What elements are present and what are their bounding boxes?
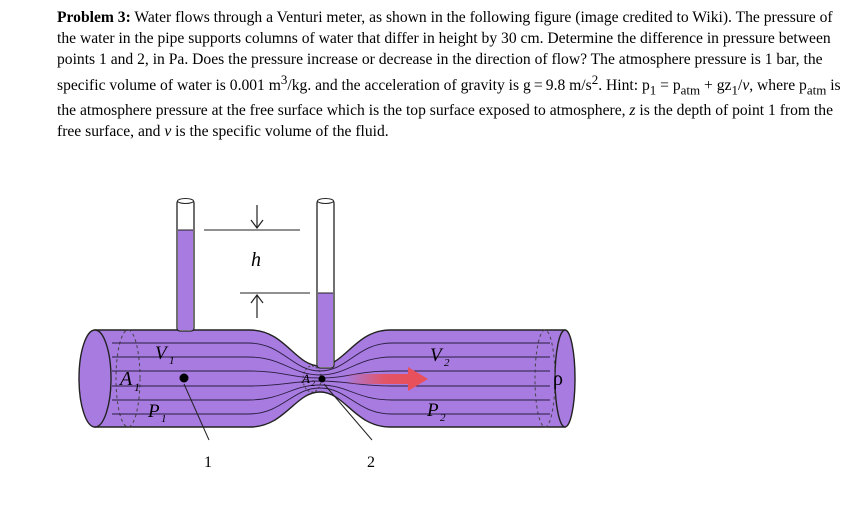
problem-text: is the depth of point 1 from the free su… [57,102,833,141]
point-2-label: 2 [367,454,375,471]
label-a2: A 2 [301,371,315,388]
label-v1: V 1 [155,343,175,367]
label-v2-letter: V [430,345,444,366]
section-right [534,329,556,428]
label-a1-letter: A [118,368,133,390]
problem-text: . Hint: p [598,77,650,95]
problem-text: is the atmosphere pressure at the free s… [57,77,841,120]
italic-variable: v [164,123,172,141]
label-p2: P 2 [426,400,446,424]
problem-statement: Problem 3: Water flows through a Venturi… [57,8,847,143]
point-1-label: 1 [204,454,212,471]
label-rho: ρ [553,368,563,390]
problem-text: + gz [700,77,732,95]
flow-arrow-icon [345,367,428,391]
italic-variable: v [742,77,750,95]
label-p2-sub: 2 [440,412,446,424]
label-p1-letter: P [147,401,160,422]
superscript: 2 [591,72,599,88]
problem-text: is the specific volume of the fluid. [171,123,389,141]
problem-text: / [737,77,743,95]
italic-variable: z [629,102,636,120]
subscript: 1 [649,82,657,98]
subscript: atm [680,82,701,98]
subscript: atm [806,82,827,98]
label-a1: A 1 [118,368,140,394]
label-v2-sub: 2 [444,357,450,369]
problem-text: Water flows through a Venturi meter, as … [57,9,833,95]
label-p1: P 1 [147,401,167,425]
label-v1-letter: V [155,343,169,364]
label-p2-letter: P [426,400,439,421]
leader-line-1 [183,383,210,441]
label-a1-sub: 1 [134,380,140,394]
label-a2-letter: A [301,371,310,386]
label-v1-sub: 1 [169,355,175,367]
superscript: 3 [280,72,288,88]
left-manometer-tube [176,198,195,332]
arrow-up-icon [250,294,264,318]
section-a1 [115,329,141,428]
problem-label: Problem 3: [57,9,131,26]
h-label: h [251,249,261,271]
arrow-down-icon [250,205,264,229]
point-1-dot [179,373,189,383]
pipe-left-end [78,329,112,428]
problem-text: , where p [749,77,807,95]
label-a2-sub: 2 [311,379,315,388]
right-manometer-tube [316,198,335,369]
subscript: 1 [731,82,738,98]
point-2-dot [318,375,326,383]
label-p1-sub: 1 [161,413,167,425]
label-v2: V 2 [430,345,450,369]
problem-text: = p [656,77,681,95]
problem-text: /kg. and the acceleration of gravity is … [287,77,592,95]
leader-line-2 [323,383,373,441]
